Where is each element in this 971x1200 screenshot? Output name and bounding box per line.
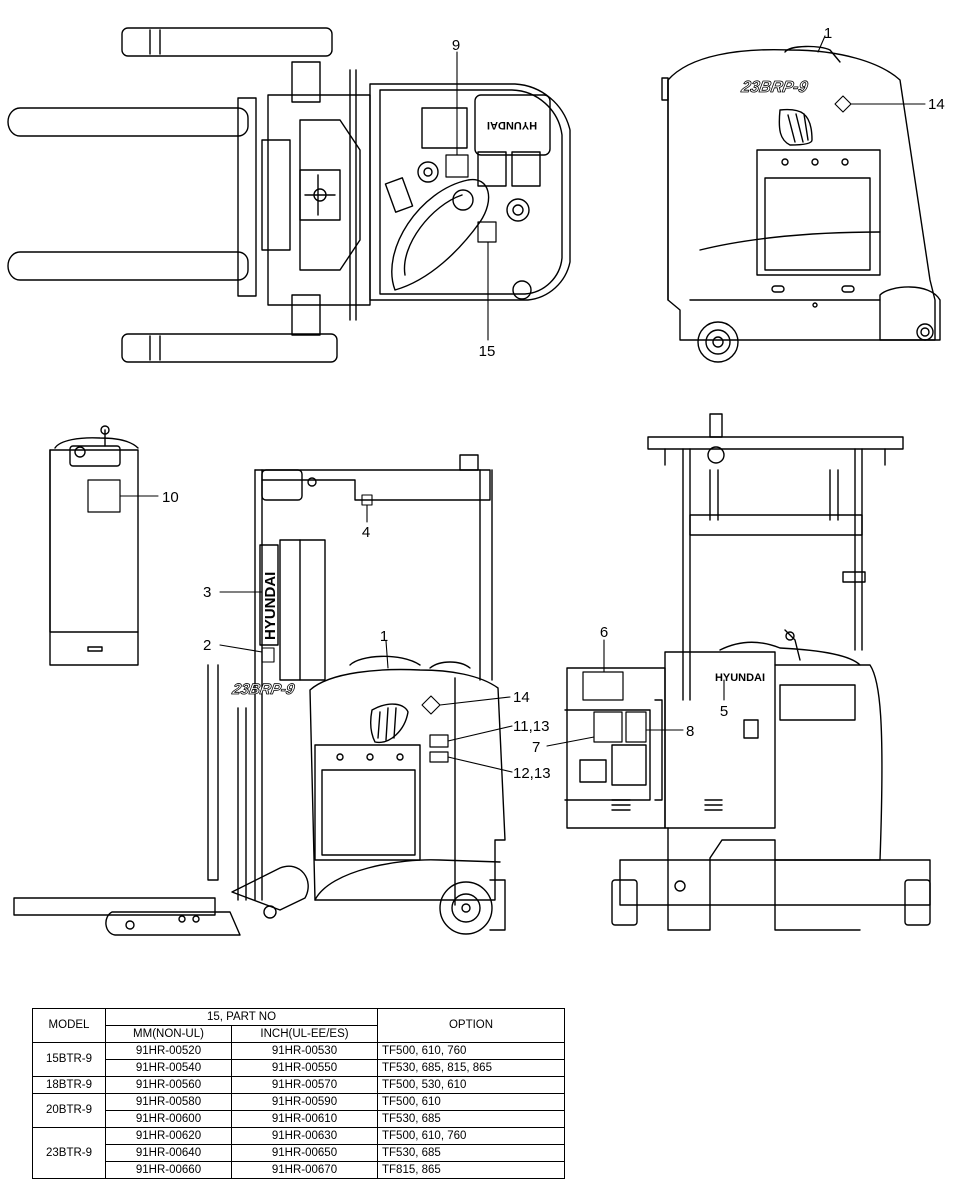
callout-5: 5 <box>720 703 728 720</box>
option-header: OPTION <box>377 1008 565 1043</box>
table-row: 91HR-00640 91HR-00650 TF530, 685 <box>33 1144 565 1162</box>
option-cell: TF500, 610, 760 <box>377 1127 565 1145</box>
mm-part-cell: 91HR-00600 <box>105 1110 232 1128</box>
table-row: 23BTR-9 91HR-00620 91HR-00630 TF500, 610… <box>32 1127 565 1179</box>
inch-part-cell: 91HR-00650 <box>231 1144 378 1162</box>
side-view-brand-label: HYUNDAI <box>262 572 279 640</box>
option-cell: TF530, 685 <box>377 1144 565 1162</box>
mm-part-cell: 91HR-00640 <box>105 1144 232 1162</box>
callout-9: 9 <box>452 37 460 54</box>
battery-side-view <box>49 425 139 666</box>
mm-header: MM(NON-UL) <box>105 1025 232 1043</box>
inch-header: INCH(UL-EE/ES) <box>231 1025 378 1043</box>
table-row: 91HR-00660 91HR-00670 TF815, 865 <box>33 1161 565 1179</box>
inch-part-cell: 91HR-00610 <box>231 1110 378 1128</box>
top-view-brand-label: HYUNDAI <box>487 119 537 131</box>
callout-14-top: 14 <box>928 96 945 113</box>
left-side-view: HYUNDAI 23BRP-9 <box>13 454 506 936</box>
callout-6: 6 <box>600 624 608 641</box>
table-row: 18BTR-9 91HR-00560 91HR-00570 TF500, 530… <box>32 1076 565 1094</box>
table-row: 91HR-00600 91HR-00610 TF530, 685 <box>33 1110 565 1128</box>
table-row: 15BTR-9 91HR-00520 91HR-00530 TF500, 610… <box>32 1042 565 1077</box>
side-view-model-mark: 23BRP-9 <box>230 681 296 698</box>
callout-1-top: 1 <box>824 25 832 42</box>
callout-7: 7 <box>532 739 540 756</box>
mm-part-cell: 91HR-00620 <box>105 1127 232 1145</box>
table-row: 20BTR-9 91HR-00580 91HR-00590 TF500, 610 <box>32 1093 565 1128</box>
front-view: 23BRP-9 <box>661 45 941 363</box>
callout-8: 8 <box>686 723 694 740</box>
option-cell: TF815, 865 <box>377 1161 565 1179</box>
callout-3: 3 <box>203 584 211 601</box>
callout-10: 10 <box>162 489 179 506</box>
inch-part-cell: 91HR-00670 <box>231 1161 378 1179</box>
mm-part-cell: 91HR-00540 <box>105 1059 232 1077</box>
callout-4: 4 <box>362 524 370 541</box>
front-view-model-mark: 23BRP-9 <box>739 78 809 96</box>
part-no-header: 15, PART NO <box>105 1008 378 1026</box>
option-cell: TF530, 685, 815, 865 <box>377 1059 565 1077</box>
mm-part-cell: 91HR-00660 <box>105 1161 232 1179</box>
top-view: HYUNDAI <box>7 27 571 363</box>
option-cell: TF530, 685 <box>377 1110 565 1128</box>
inch-part-cell: 91HR-00590 <box>231 1093 378 1111</box>
inch-part-cell: 91HR-00630 <box>231 1127 378 1145</box>
inch-part-cell: 91HR-00570 <box>231 1076 378 1094</box>
callout-11-13: 11,13 <box>513 718 549 735</box>
callout-1-side: 1 <box>380 628 388 645</box>
model-header: MODEL <box>32 1008 106 1043</box>
callout-numbers: 1 9 14 15 10 4 3 2 1 14 11,13 12,13 6 5 … <box>162 25 945 782</box>
mm-part-cell: 91HR-00560 <box>105 1076 232 1094</box>
model-cell: 20BTR-9 <box>32 1093 106 1128</box>
callout-15: 15 <box>479 343 496 360</box>
option-cell: TF500, 530, 610 <box>377 1076 565 1094</box>
rear-view-brand-label: HYUNDAI <box>715 672 765 684</box>
inch-part-cell: 91HR-00530 <box>231 1042 378 1060</box>
option-cell: TF500, 610 <box>377 1093 565 1111</box>
model-cell: 15BTR-9 <box>32 1042 106 1077</box>
callout-2: 2 <box>203 637 211 654</box>
option-cell: TF500, 610, 760 <box>377 1042 565 1060</box>
inch-part-cell: 91HR-00550 <box>231 1059 378 1077</box>
part-number-table: MODEL 15, PART NO OPTION MM(NON-UL) INCH… <box>32 1008 565 1179</box>
rear-view: HYUNDAI <box>564 413 931 931</box>
model-cell: 18BTR-9 <box>32 1076 106 1094</box>
callout-12-13: 12,13 <box>513 765 551 782</box>
callout-14-side: 14 <box>513 689 530 706</box>
model-cell: 23BTR-9 <box>32 1127 106 1179</box>
mm-part-cell: 91HR-00520 <box>105 1042 232 1060</box>
leader-lines <box>119 35 926 773</box>
table-row: 91HR-00540 91HR-00550 TF530, 685, 815, 8… <box>33 1059 565 1077</box>
mm-part-cell: 91HR-00580 <box>105 1093 232 1111</box>
decal-location-drawing: HYUNDAI 23BRP-9 <box>7 25 945 936</box>
